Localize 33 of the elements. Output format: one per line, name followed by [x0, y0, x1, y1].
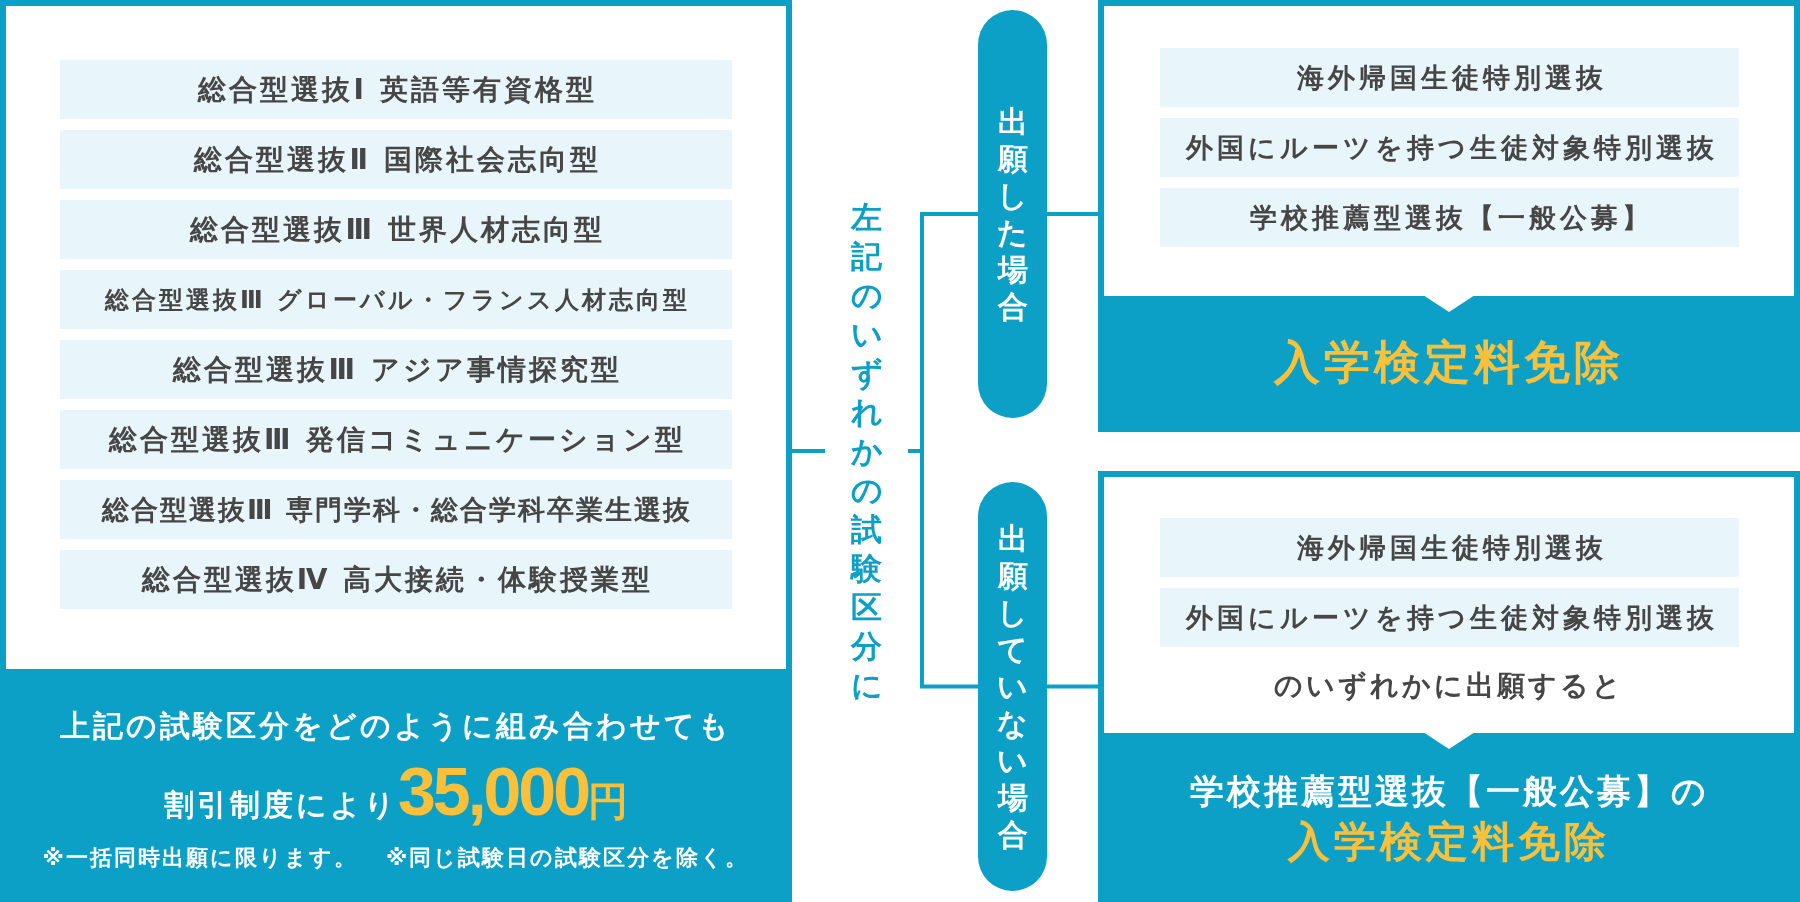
item-box: 総合型選抜Ⅲ 発信コミュニケーション型 [60, 410, 732, 469]
item-box: 総合型選抜Ⅰ 英語等有資格型 [60, 60, 732, 119]
discount-text: 割引制度により [164, 788, 398, 823]
item-box: 総合型選抜Ⅲ アジア事情探究型 [60, 340, 732, 399]
item-box: 海外帰国生徒特別選抜 [1160, 48, 1739, 107]
result-text: 入学検定料免除 [1274, 335, 1624, 389]
footnote: ※一括同時出願に限ります。 [42, 845, 358, 871]
panel [0, 0, 792, 902]
item-box: 外国にルーツを持つ生徒対象特別選抜 [1160, 118, 1739, 177]
item-box: 海外帰国生徒特別選抜 [1160, 518, 1739, 577]
item-box: 総合型選抜Ⅲ 世界人材志向型 [60, 200, 732, 259]
vertical-text: 左記のいずれかの試験区分に [825, 191, 908, 711]
price-amount: 35,000 [398, 757, 588, 825]
panel [1098, 471, 1800, 902]
summary-text: 上記の試験区分をどのように組み合わせても [60, 708, 732, 744]
panel [1098, 0, 1800, 432]
result-text: 入学検定料免除 [1288, 817, 1610, 867]
item-box: 総合型選抜Ⅳ 高大接続・体験授業型 [60, 550, 732, 609]
condition-pill: 出願した場合 [978, 10, 1047, 418]
condition-pill: 出願していない場合 [978, 482, 1047, 891]
connector-line [908, 449, 978, 689]
connector-line [1047, 684, 1098, 689]
connector-line [1047, 212, 1098, 216]
footnote: ※同じ試験日の試験区分を除く。 [386, 845, 750, 871]
item-box: 学校推薦型選抜【一般公募】 [1160, 188, 1739, 247]
condition-text: のいずれかに出願すると [1274, 669, 1624, 703]
item-box: 総合型選抜Ⅱ 国際社会志向型 [60, 130, 732, 189]
item-box: 総合型選抜Ⅲ 専門学科・総合学科卒業生選抜 [60, 480, 732, 539]
item-box: 外国にルーツを持つ生徒対象特別選抜 [1160, 588, 1739, 647]
connector-line [792, 449, 825, 453]
item-box: 総合型選抜Ⅲ グローバル・フランス人材志向型 [60, 270, 732, 329]
result-text: 学校推薦型選抜【一般公募】の [1189, 772, 1709, 812]
price-unit: 円 [588, 778, 628, 824]
